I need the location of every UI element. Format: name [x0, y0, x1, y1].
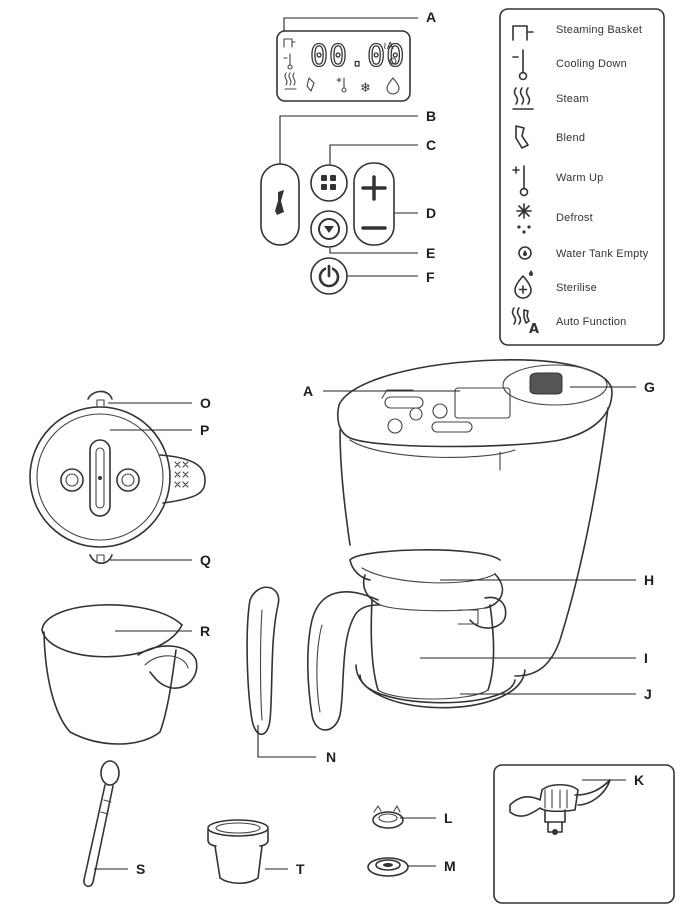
- sealing-ring-large: [367, 857, 409, 877]
- legend-icons: A: [511, 25, 539, 337]
- lid-start-button: [432, 403, 448, 419]
- legend-label-water-tank-empty: Water Tank Empty: [556, 248, 649, 260]
- lcd-defrost-icon: ❄: [360, 81, 371, 96]
- blender-jar: [307, 549, 526, 731]
- callout-K: K: [634, 772, 644, 788]
- legend-label-steaming-basket: Steaming Basket: [556, 24, 642, 36]
- leader-lines: [94, 17, 636, 870]
- steaming-basket: [41, 604, 198, 745]
- warm-up-icon: [512, 165, 529, 197]
- legend-box: [499, 8, 665, 346]
- callout-S: S: [136, 861, 145, 877]
- water-tank-empty-icon: [518, 246, 532, 260]
- sealing-ring-small: [372, 805, 404, 829]
- lid-close-icon: [96, 554, 105, 562]
- water-tank-cap: [529, 372, 563, 395]
- lcd-cooling-down-icon: [283, 53, 293, 70]
- blend-icon: [515, 125, 529, 149]
- blender-lid: [29, 390, 206, 565]
- callout-O: O: [200, 395, 211, 411]
- callout-D: D: [426, 205, 436, 221]
- legend-label-warm-up: Warm Up: [556, 172, 603, 184]
- callout-G: G: [644, 379, 655, 395]
- callout-H: H: [644, 572, 654, 588]
- callout-N: N: [326, 749, 336, 765]
- lcd-water-tank-empty-icon: [389, 57, 397, 65]
- power-button[interactable]: [310, 257, 348, 295]
- measuring-cup: [207, 819, 269, 885]
- callout-P: P: [200, 422, 209, 438]
- lcd-display: 00.00 ≀A ❄: [276, 30, 411, 102]
- lid-plus-minus: [431, 421, 473, 433]
- callout-F: F: [426, 269, 435, 285]
- lcd-auto-function-icon: ≀A: [383, 41, 394, 52]
- callout-Q: Q: [200, 552, 211, 568]
- lid-menu-button: [409, 407, 423, 421]
- lid-blend-button: [384, 396, 424, 409]
- spatula: [246, 586, 280, 736]
- blade: [509, 779, 611, 835]
- lcd-time-readout: 00.00: [310, 39, 405, 74]
- callout-C: C: [426, 137, 436, 153]
- callout-L: L: [444, 810, 453, 826]
- lcd-blend-icon: [306, 77, 315, 92]
- callout-A: A: [426, 9, 436, 25]
- cooling-down-icon: [512, 49, 528, 81]
- plus-minus-button[interactable]: [353, 162, 395, 246]
- defrost-icon: [516, 203, 532, 234]
- legend-label-defrost: Defrost: [556, 212, 593, 224]
- menu-button[interactable]: [310, 164, 348, 202]
- legend-label-sterilise: Sterilise: [556, 282, 597, 294]
- callout-B: B: [426, 108, 436, 124]
- steam-icon: [512, 87, 534, 110]
- callout-T: T: [296, 861, 305, 877]
- appliance-body: [336, 359, 613, 677]
- spoon: [83, 760, 120, 888]
- lcd-warm-up-icon: [336, 77, 347, 93]
- legend-label-steam: Steam: [556, 93, 589, 105]
- start-button[interactable]: [310, 210, 348, 248]
- lid-power-button: [387, 418, 403, 434]
- callout-E: E: [426, 245, 435, 261]
- lcd-sterilise-icon: [386, 77, 400, 95]
- callout-A-appliance: A: [303, 383, 313, 399]
- callout-I: I: [644, 650, 648, 666]
- svg-text:A: A: [529, 322, 539, 337]
- callout-J: J: [644, 686, 652, 702]
- steaming-basket-icon: [512, 25, 534, 41]
- legend-label-cooling-down: Cooling Down: [556, 58, 627, 70]
- legend-label-blend: Blend: [556, 132, 585, 144]
- water-tank: [502, 364, 608, 406]
- legend-label-auto-function: Auto Function: [556, 316, 626, 328]
- plus-icon: [361, 175, 387, 201]
- sterilise-icon: [514, 270, 533, 299]
- blade-box: [493, 764, 675, 904]
- auto-function-icon: A: [511, 307, 539, 337]
- callout-M: M: [444, 858, 456, 874]
- lid-open-icon: [96, 399, 105, 407]
- down-triangle-icon: [324, 226, 334, 233]
- blend-button[interactable]: [260, 163, 300, 246]
- callout-R: R: [200, 623, 210, 639]
- lid-display: [454, 387, 511, 419]
- lcd-steaming-basket-icon: [283, 38, 296, 48]
- lcd-steam-icon: [284, 72, 297, 90]
